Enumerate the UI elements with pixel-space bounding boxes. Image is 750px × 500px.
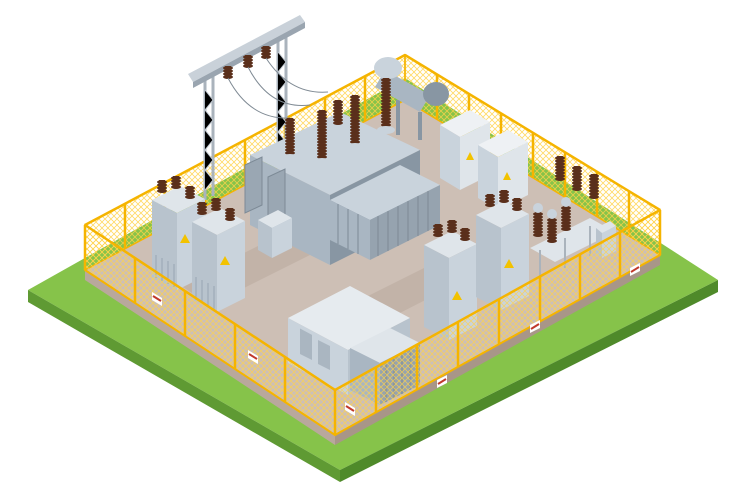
warning-sign-icon: [466, 152, 474, 160]
warning-sign-icon: [504, 259, 514, 268]
small-transformers-right: [424, 190, 529, 340]
perimeter-fence-front: [83, 208, 662, 437]
warning-sign-icon: [248, 350, 258, 364]
warning-sign-icon: [452, 291, 462, 300]
gantry-tower: [188, 15, 329, 200]
warning-sign-icon: [530, 320, 540, 333]
control-cabinets: [440, 110, 528, 210]
warning-sign-icon: [630, 263, 640, 276]
twin-transformers-left: [152, 176, 245, 312]
warning-sign-icon: [220, 256, 230, 265]
warning-sign-icon: [503, 172, 511, 180]
warning-sign-icon: [180, 234, 190, 243]
transformer-unit: [192, 198, 245, 312]
radiator-banks: [330, 165, 440, 260]
warning-signs: [152, 263, 640, 416]
warning-sign-icon: [152, 292, 162, 306]
warning-sign-icon: [345, 402, 355, 416]
warning-sign-icon: [437, 375, 447, 388]
